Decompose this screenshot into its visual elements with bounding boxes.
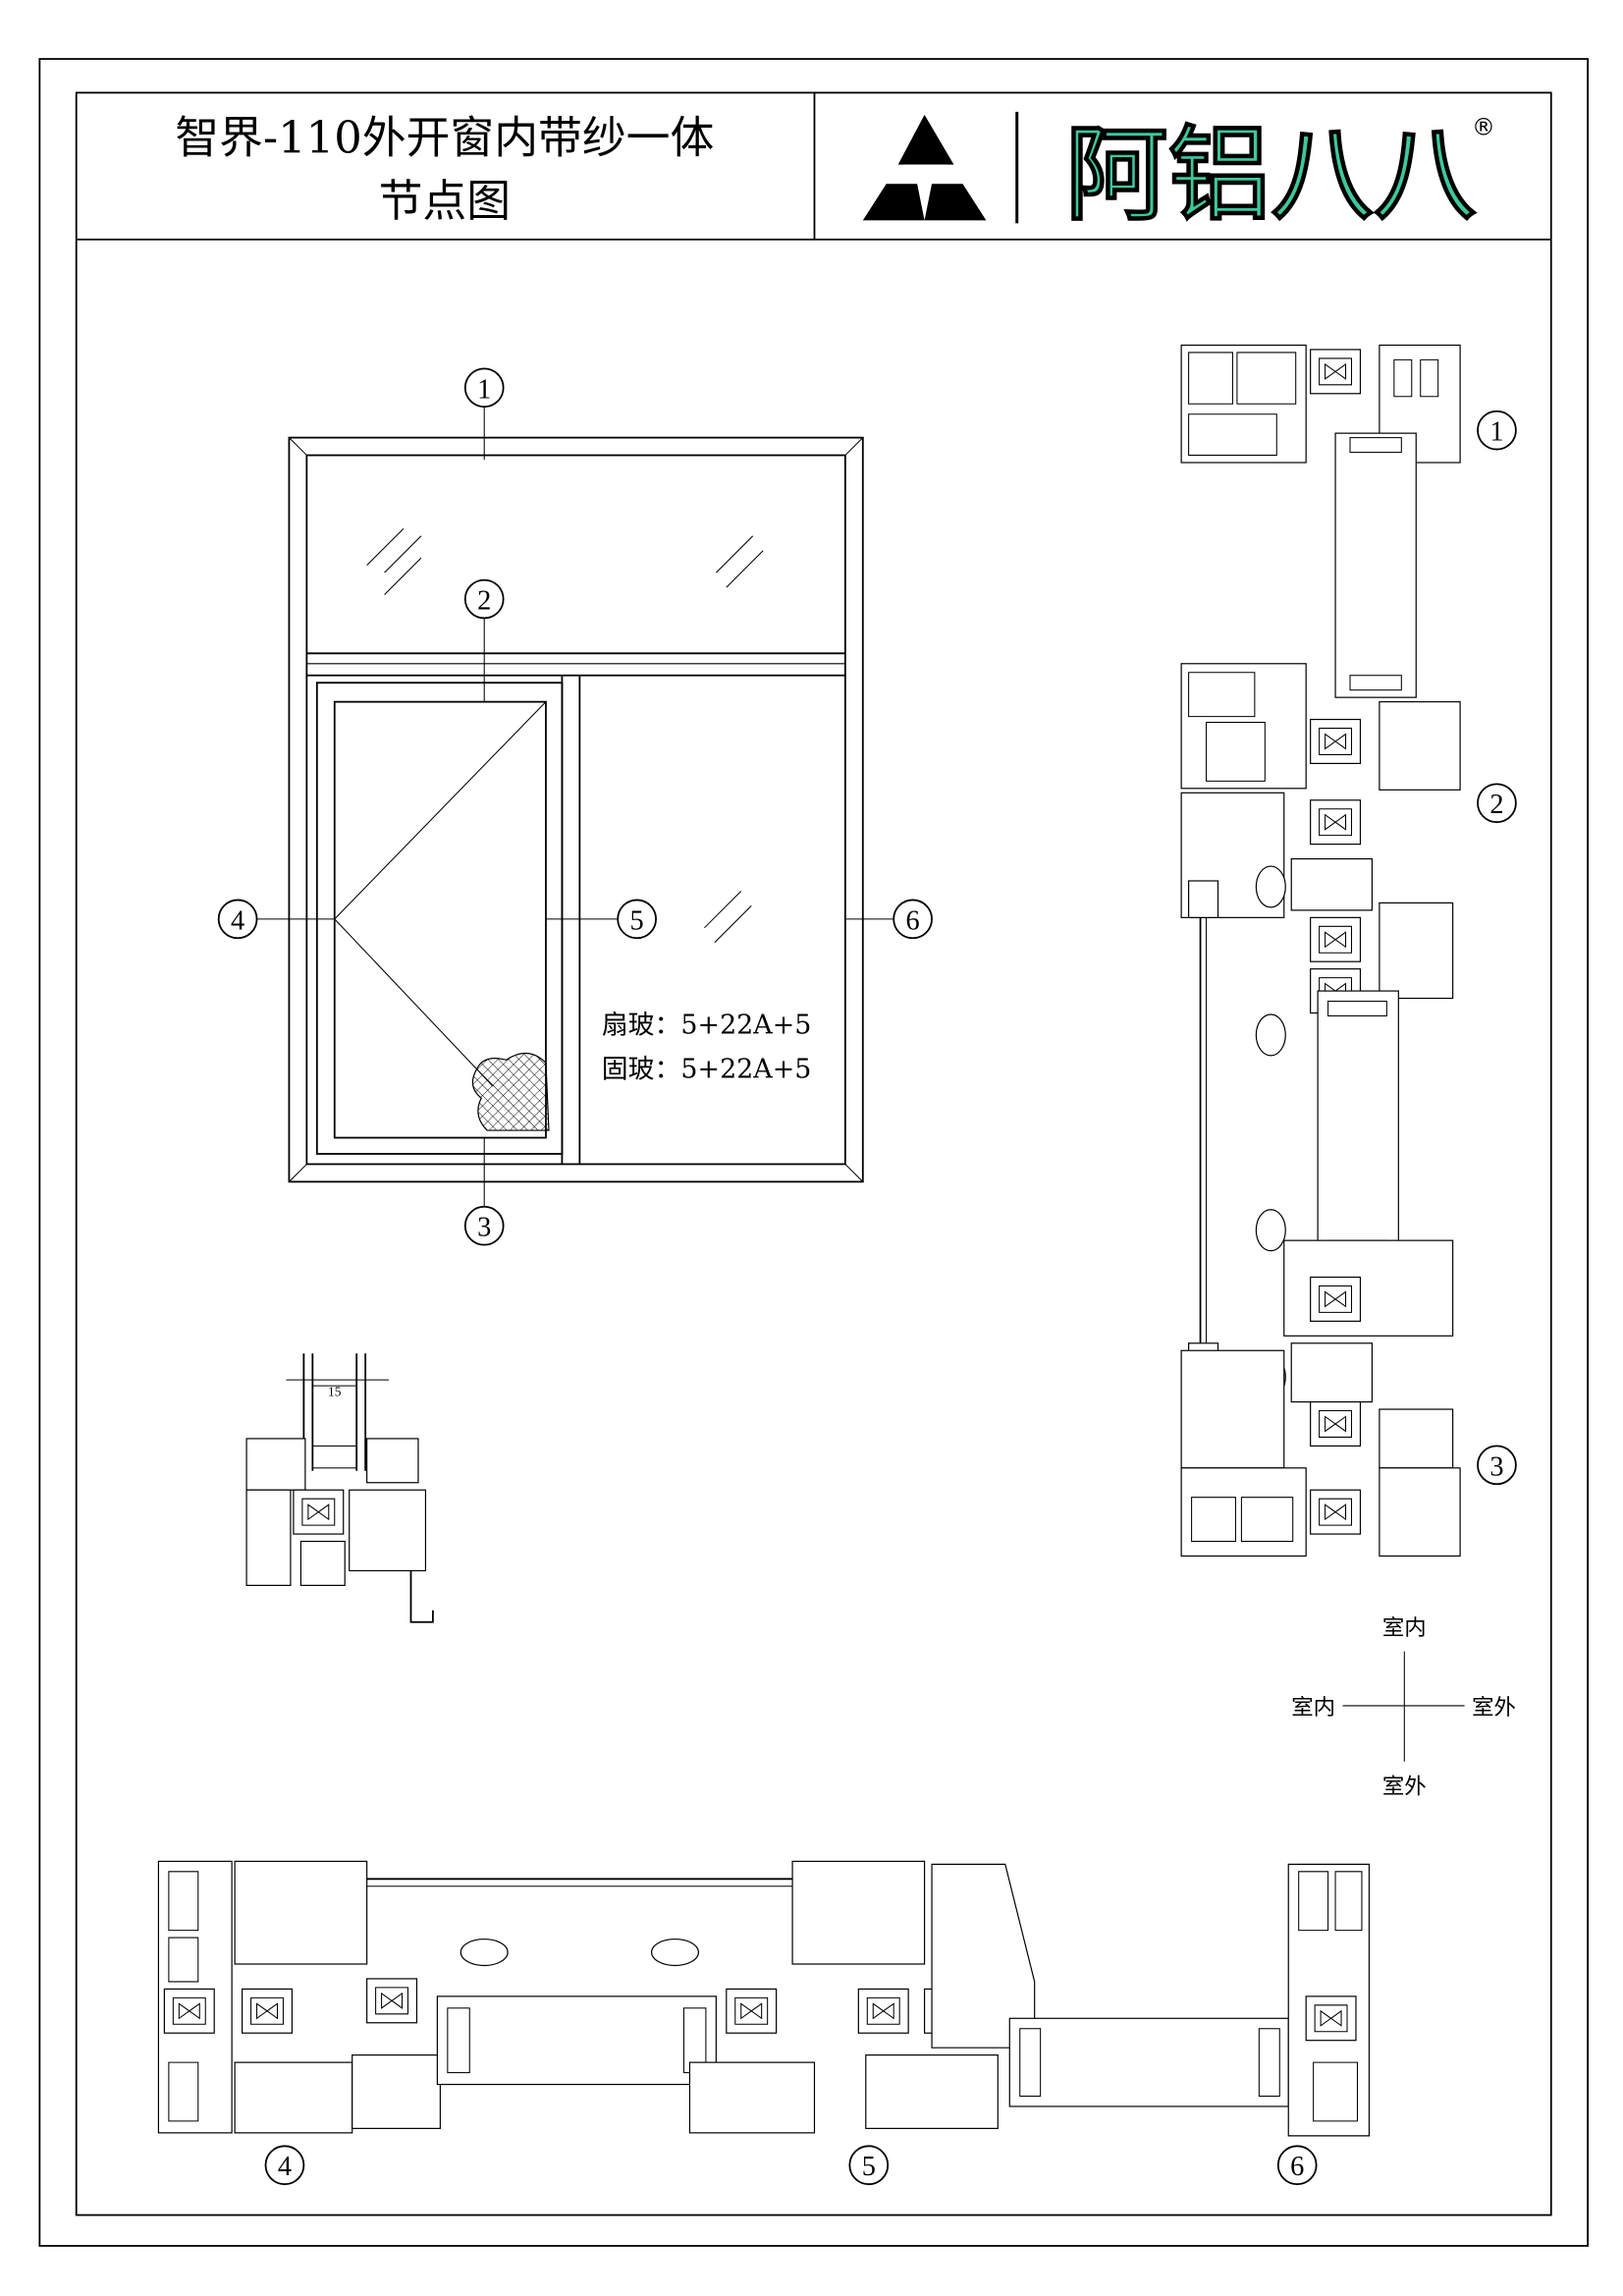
orientation-bottom: 室外 <box>1382 1775 1427 1800</box>
callout-3: 3 <box>463 1137 505 1246</box>
horizontal-section: 4 5 6 <box>157 1860 1371 2186</box>
orientation-top: 室内 <box>1382 1615 1427 1641</box>
v-callout-1: 1 <box>1477 410 1517 451</box>
svg-text:6: 6 <box>1290 2152 1304 2182</box>
svg-text:3: 3 <box>477 1213 491 1243</box>
brand-logo: 阿铝八八 ® <box>862 111 1495 236</box>
h-callout-4: 4 <box>264 2145 305 2186</box>
insect-screen-mesh <box>471 1053 550 1131</box>
callout-6: 6 <box>844 899 933 940</box>
svg-text:5: 5 <box>862 2152 876 2182</box>
dimension-label: 15 <box>328 1385 342 1399</box>
vertical-section: 1 2 3 <box>1180 344 1517 1558</box>
fixed-glass-note: 固玻：5+22A+5 <box>602 1054 812 1084</box>
svg-text:4: 4 <box>278 2152 292 2182</box>
svg-text:1: 1 <box>477 374 491 405</box>
title-line-2: 节点图 <box>379 175 512 227</box>
title-block: 智界-110外开窗内带纱一体 节点图 <box>76 92 1551 241</box>
title-line-1: 智界-110外开窗内带纱一体 <box>175 112 714 164</box>
sill-detail: 15 <box>245 1353 434 1623</box>
callout-2: 2 <box>463 578 505 702</box>
svg-text:3: 3 <box>1489 1451 1503 1482</box>
v-callout-2: 2 <box>1477 783 1517 824</box>
orientation-indicator: 室内 室内 室外 室外 <box>1291 1615 1516 1799</box>
h-callout-6: 6 <box>1276 2145 1318 2186</box>
callout-5: 5 <box>545 899 657 940</box>
logo-triangle-icon <box>862 114 987 221</box>
callout-4: 4 <box>217 899 335 940</box>
sash-glass-note: 扇玻：5+22A+5 <box>602 1010 812 1040</box>
sheet-border <box>38 58 1590 2247</box>
svg-text:5: 5 <box>630 905 644 936</box>
registered-mark: ® <box>1472 114 1495 141</box>
callout-1: 1 <box>463 367 505 461</box>
svg-text:6: 6 <box>906 905 920 936</box>
svg-text:2: 2 <box>1489 790 1503 820</box>
svg-text:4: 4 <box>231 905 244 936</box>
orientation-right: 室外 <box>1472 1695 1516 1721</box>
orientation-left: 室内 <box>1291 1695 1335 1721</box>
logo-text: 阿铝八八 <box>1065 115 1477 235</box>
v-callout-3: 3 <box>1477 1445 1517 1486</box>
window-elevation: 1 2 3 4 5 6 扇玻：5+22A+5 固玻：5+22A+5 <box>217 367 933 1246</box>
svg-text:1: 1 <box>1489 417 1503 448</box>
svg-text:2: 2 <box>477 585 491 616</box>
h-callout-5: 5 <box>848 2145 890 2186</box>
